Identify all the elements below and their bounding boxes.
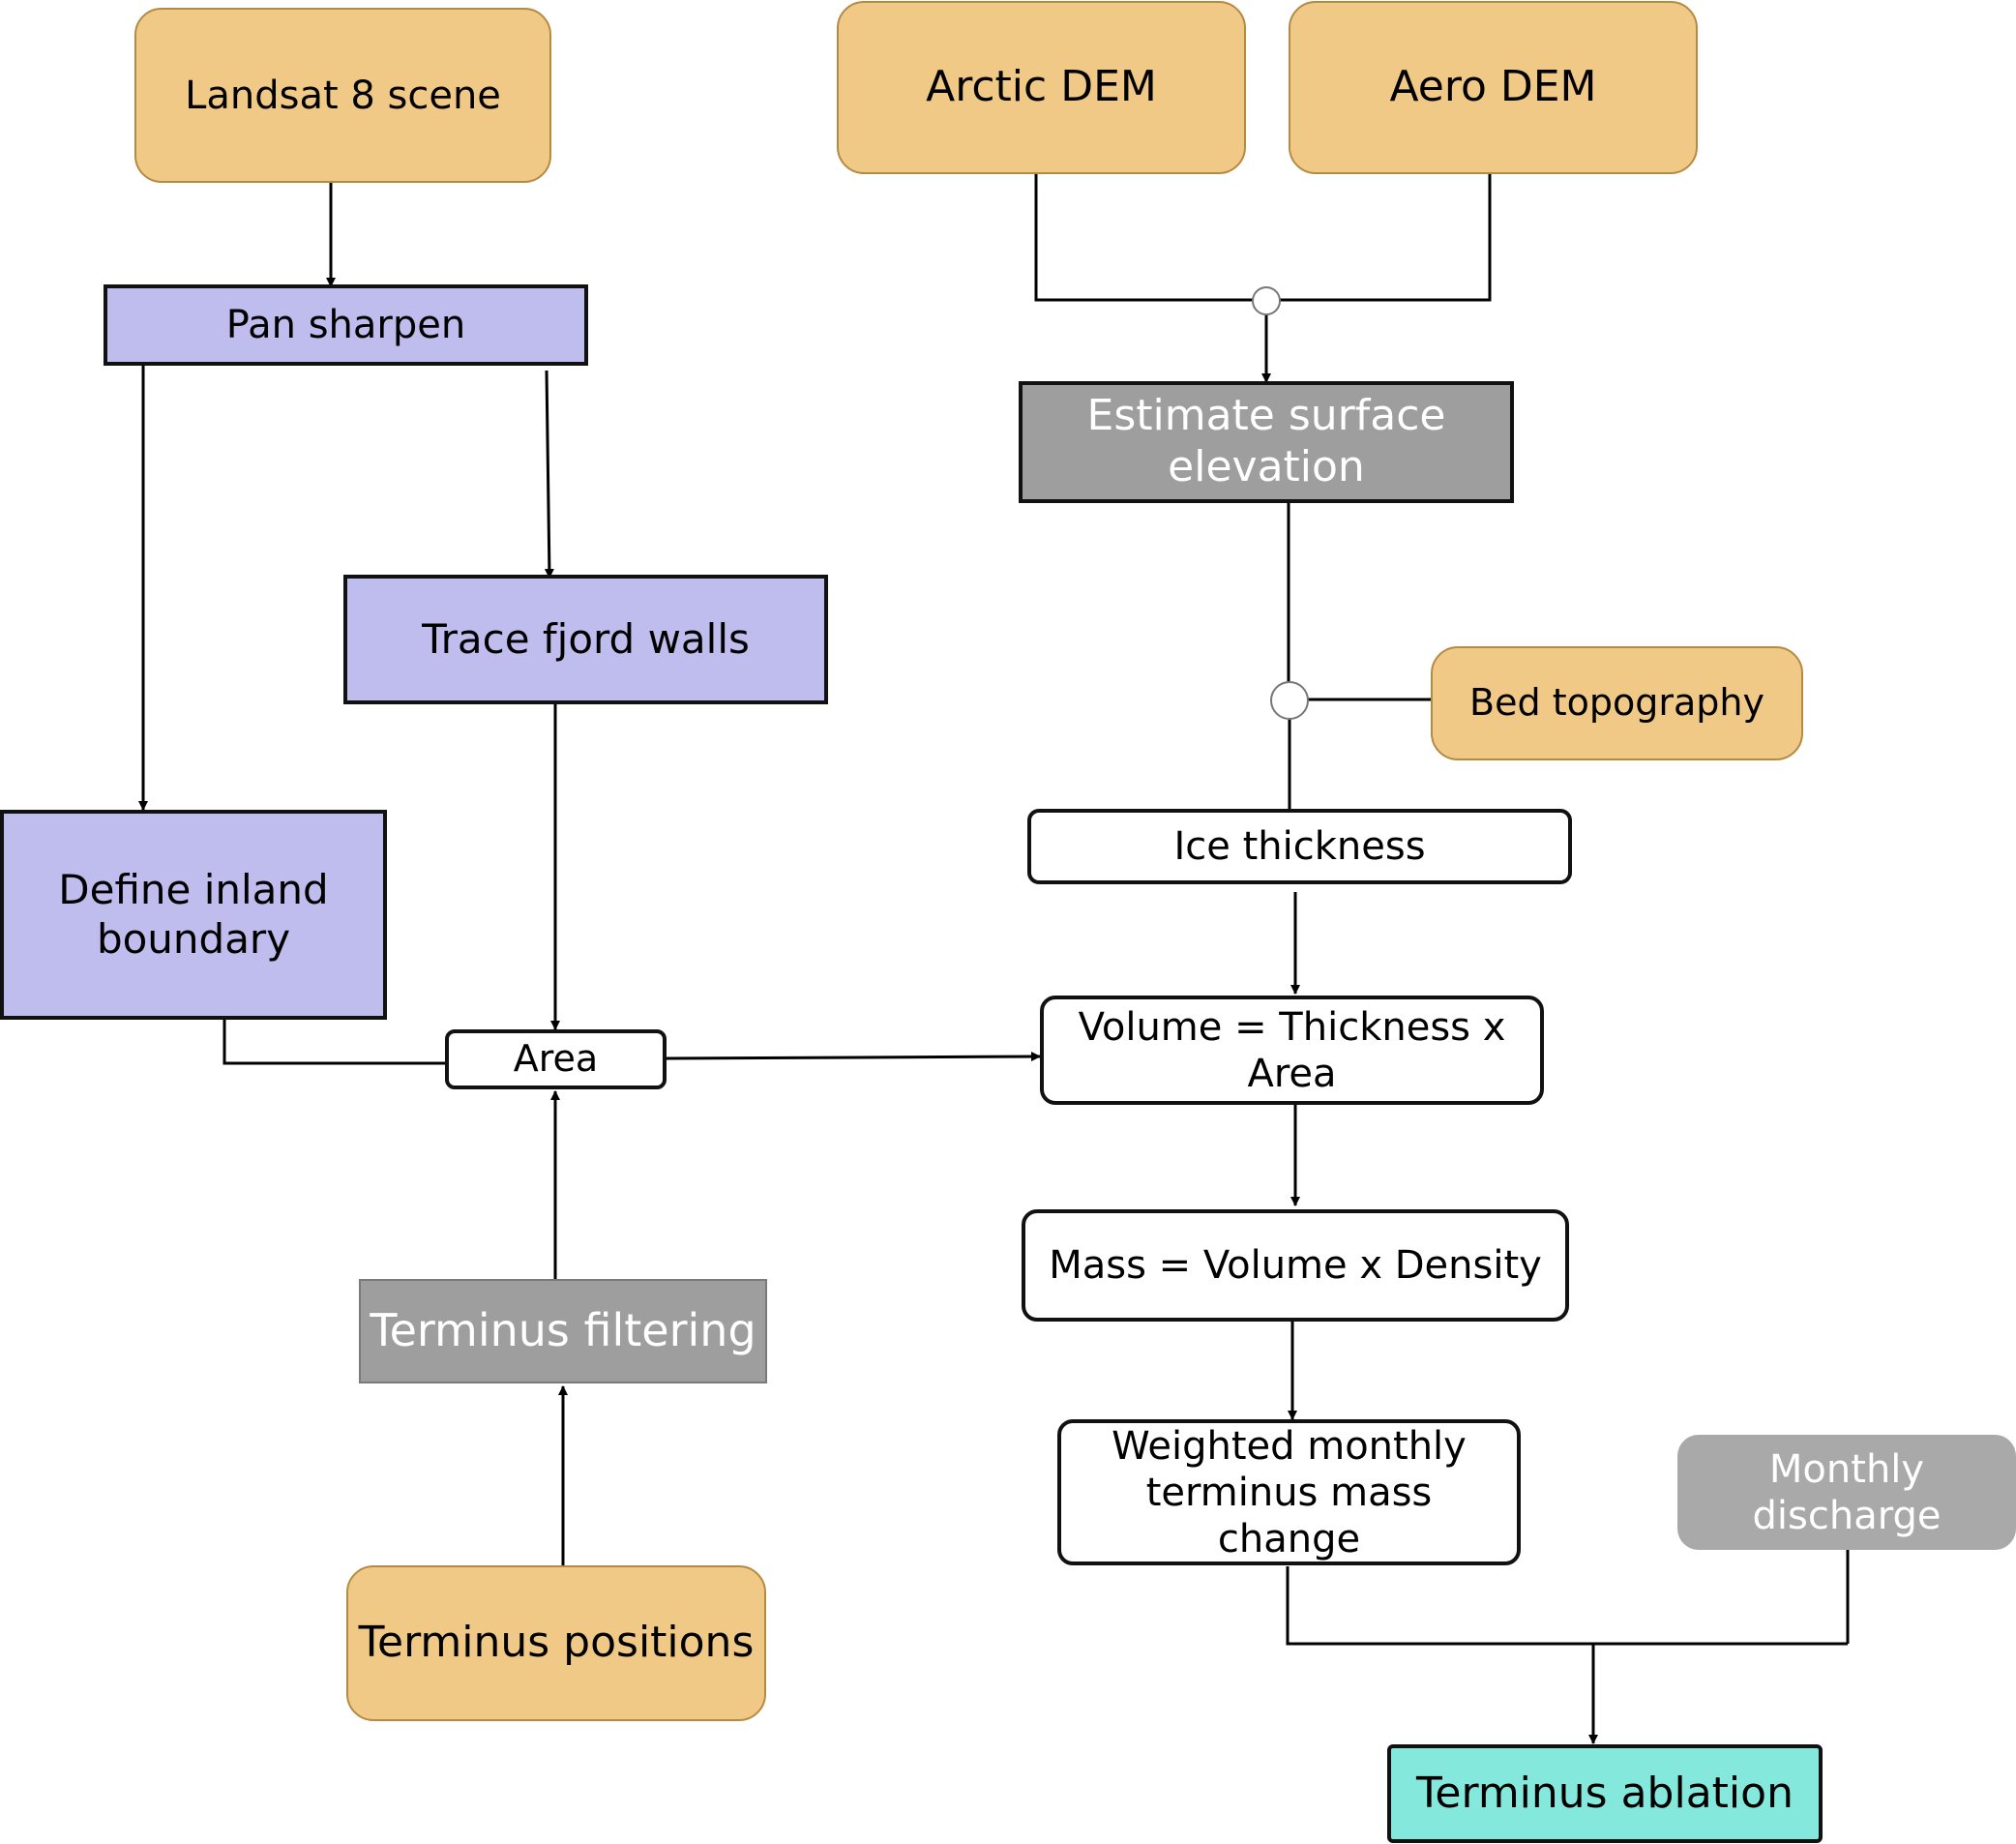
junction-bed-merge bbox=[1270, 681, 1309, 720]
edge-pan-trace-fjord bbox=[544, 370, 554, 579]
node-aero-dem: Aero DEM bbox=[1289, 1, 1698, 174]
node-terminus-filtering: Terminus filtering bbox=[359, 1279, 767, 1383]
node-label: Estimate surface elevation bbox=[1086, 391, 1446, 491]
node-bed-topography: Bed topography bbox=[1431, 646, 1803, 760]
edge-weighted-merge bbox=[1286, 1566, 1848, 1646]
node-label: Arctic DEM bbox=[926, 62, 1157, 112]
node-label: Weighted monthly terminus mass change bbox=[1112, 1423, 1467, 1561]
node-ice-thickness: Ice thickness bbox=[1027, 809, 1572, 884]
node-label: Define inland boundary bbox=[58, 866, 329, 963]
node-label: Monthly discharge bbox=[1752, 1446, 1942, 1538]
edge-area-volume bbox=[666, 1052, 1041, 1062]
node-landsat-8-scene: Landsat 8 scene bbox=[134, 8, 551, 183]
node-pan-sharpen: Pan sharpen bbox=[104, 284, 588, 366]
node-volume: Volume = Thickness x Area bbox=[1040, 996, 1544, 1105]
node-terminus-ablation: Terminus ablation bbox=[1387, 1744, 1823, 1843]
node-terminus-positions: Terminus positions bbox=[346, 1565, 766, 1721]
node-label: Volume = Thickness x Area bbox=[1078, 1004, 1506, 1096]
edge-arctic-junction bbox=[1034, 174, 1265, 302]
node-mass: Mass = Volume x Density bbox=[1022, 1209, 1569, 1322]
node-arctic-dem: Arctic DEM bbox=[837, 1, 1246, 174]
node-estimate-surface-elevation: Estimate surface elevation bbox=[1019, 381, 1514, 503]
edge-aero-junction bbox=[1265, 174, 1492, 302]
node-label: Bed topography bbox=[1469, 681, 1764, 725]
node-define-inland-boundary: Define inland boundary bbox=[0, 810, 387, 1020]
node-area: Area bbox=[445, 1029, 667, 1089]
node-label: Terminus filtering bbox=[370, 1304, 756, 1357]
node-label: Aero DEM bbox=[1389, 62, 1597, 112]
node-label: Ice thickness bbox=[1173, 824, 1426, 869]
node-label: Trace fjord walls bbox=[422, 614, 750, 663]
node-label: Landsat 8 scene bbox=[185, 73, 501, 118]
node-label: Mass = Volume x Density bbox=[1049, 1243, 1542, 1288]
node-label: Terminus positions bbox=[358, 1618, 755, 1668]
node-label: Pan sharpen bbox=[225, 303, 466, 347]
node-label: Terminus ablation bbox=[1416, 1768, 1794, 1818]
node-trace-fjord-walls: Trace fjord walls bbox=[343, 575, 828, 704]
node-monthly-discharge: Monthly discharge bbox=[1677, 1435, 2016, 1550]
node-weighted-monthly-terminus-mass-change: Weighted monthly terminus mass change bbox=[1057, 1419, 1521, 1565]
edge-define-area bbox=[222, 1017, 447, 1065]
node-label: Area bbox=[513, 1037, 599, 1081]
junction-dem-merge bbox=[1252, 286, 1281, 315]
